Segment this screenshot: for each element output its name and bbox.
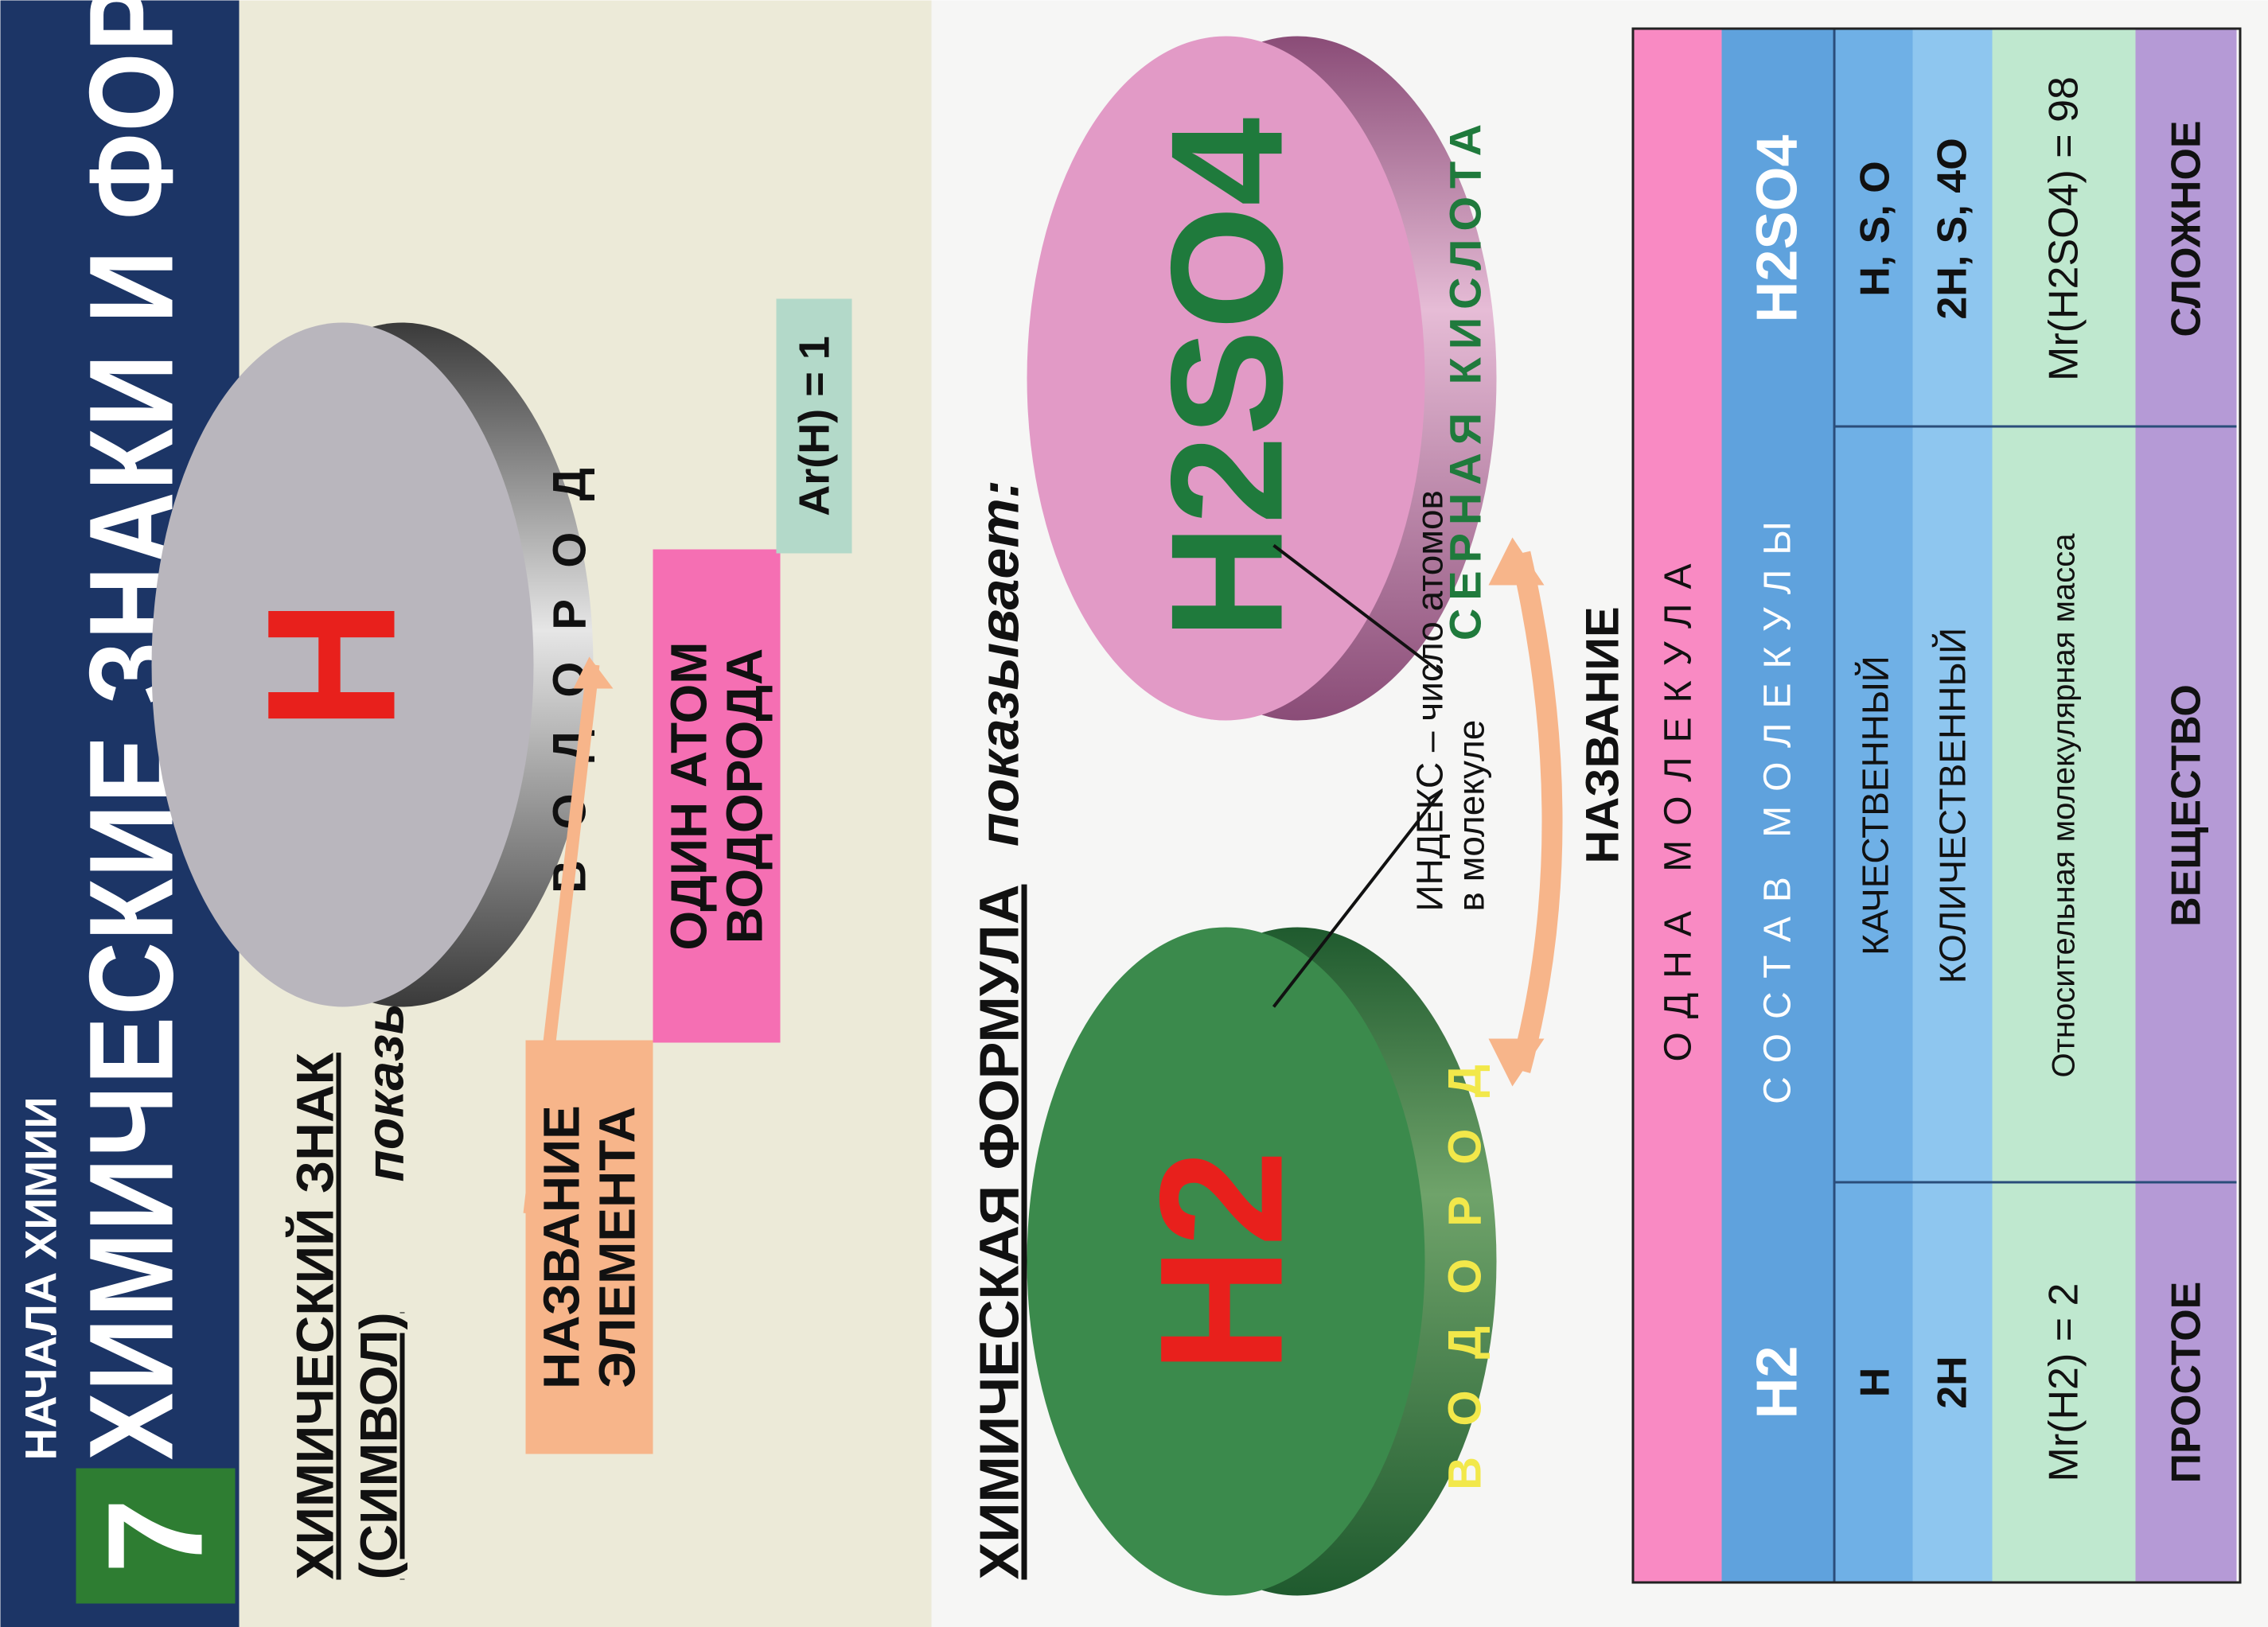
row5-left: Mr(H2) = 2 xyxy=(2040,1283,2087,1481)
label-element-name: НАЗВАНИЕ ЭЛЕМЕНТА xyxy=(525,1040,653,1454)
name-arrow-head-right xyxy=(1488,537,1544,585)
row2-left: H2 xyxy=(1745,1345,1809,1419)
table-row: ОДНА МОЛЕКУЛА xyxy=(1634,29,1721,1581)
h2-formula: H2 xyxy=(1123,1149,1319,1372)
row1-cell: ОДНА МОЛЕКУЛА xyxy=(1656,549,1699,1062)
row4-left: 2H xyxy=(1929,1355,1975,1409)
arrow-head xyxy=(573,656,613,688)
name-arrow-head-left xyxy=(1488,1038,1544,1086)
name-label: НАЗВАНИЕ xyxy=(1576,605,1628,863)
row6-left: ПРОСТОЕ xyxy=(2162,1281,2209,1483)
index-line-h2 xyxy=(1272,790,1442,1008)
index-line-h2so4 xyxy=(1272,543,1442,674)
formula-discs-graphic: H2 ВОДОРОД H2SO4 СЕРНАЯ КИСЛОТА xyxy=(1027,36,1562,1595)
row3-right: H, S, O xyxy=(1852,160,1898,297)
row3-left: H xyxy=(1852,1367,1898,1397)
row6-right: СЛОЖНОЕ xyxy=(2162,119,2209,337)
label-atomic-mass: Ar(H) = 1 xyxy=(776,298,851,553)
row5-right: Mr(H2SO4) = 98 xyxy=(2040,76,2087,381)
symbol-disc-graphic: H ВОДОРОД xyxy=(151,322,613,1214)
label-one-atom: ОДИН АТОМ ВОДОРОДА xyxy=(653,549,780,1042)
comparison-table: ОДНА МОЛЕКУЛА H2 СОСТАВ МОЛЕКУЛЫ H2SO4 H… xyxy=(1631,27,2241,1583)
table-row: ПРОСТОЕ ВЕЩЕСТВО СЛОЖНОЕ xyxy=(2135,29,2236,1581)
table-divider-left xyxy=(1833,1181,2236,1183)
h2-edge-label: ВОДОРОД xyxy=(1439,1033,1491,1490)
hydrogen-symbol: H xyxy=(228,598,433,730)
row5-center: Относительная молекулярная масса xyxy=(2046,532,2081,1078)
row3-center: КАЧЕСТВЕННЫЙ xyxy=(1854,655,1896,956)
h2-disc-face xyxy=(1027,927,1424,1595)
row6-center: ВЕЩЕСТВО xyxy=(2162,683,2209,927)
h2so4-edge-label: СЕРНАЯ КИСЛОТА xyxy=(1440,115,1490,640)
index-label: ИНДЕКС – число атомов в молекуле xyxy=(1409,489,1491,912)
table-row: H КАЧЕСТВЕННЫЙ H, S, O xyxy=(1833,29,1915,1581)
row4-right: 2H, S, 4O xyxy=(1929,137,1975,320)
table-divider-right xyxy=(1833,425,2236,427)
row2-right: H2SO4 xyxy=(1745,134,1809,323)
h2so4-formula: H2SO4 xyxy=(1138,117,1315,639)
name-arrow xyxy=(1510,551,1562,1073)
disc-face xyxy=(151,322,533,1006)
row2-center: СОСТАВ МОЛЕКУЛЫ xyxy=(1756,506,1798,1104)
row4-center: КОЛИЧЕСТВЕННЫЙ xyxy=(1931,627,1973,983)
table-row: 2H КОЛИЧЕСТВЕННЫЙ 2H, S, 4O xyxy=(1912,29,1992,1581)
table-row: Mr(H2) = 2 Относительная молекулярная ма… xyxy=(1992,29,2135,1581)
table-row: H2 СОСТАВ МОЛЕКУЛЫ H2SO4 xyxy=(1721,29,1833,1581)
h2so4-disc-face xyxy=(1027,36,1424,720)
